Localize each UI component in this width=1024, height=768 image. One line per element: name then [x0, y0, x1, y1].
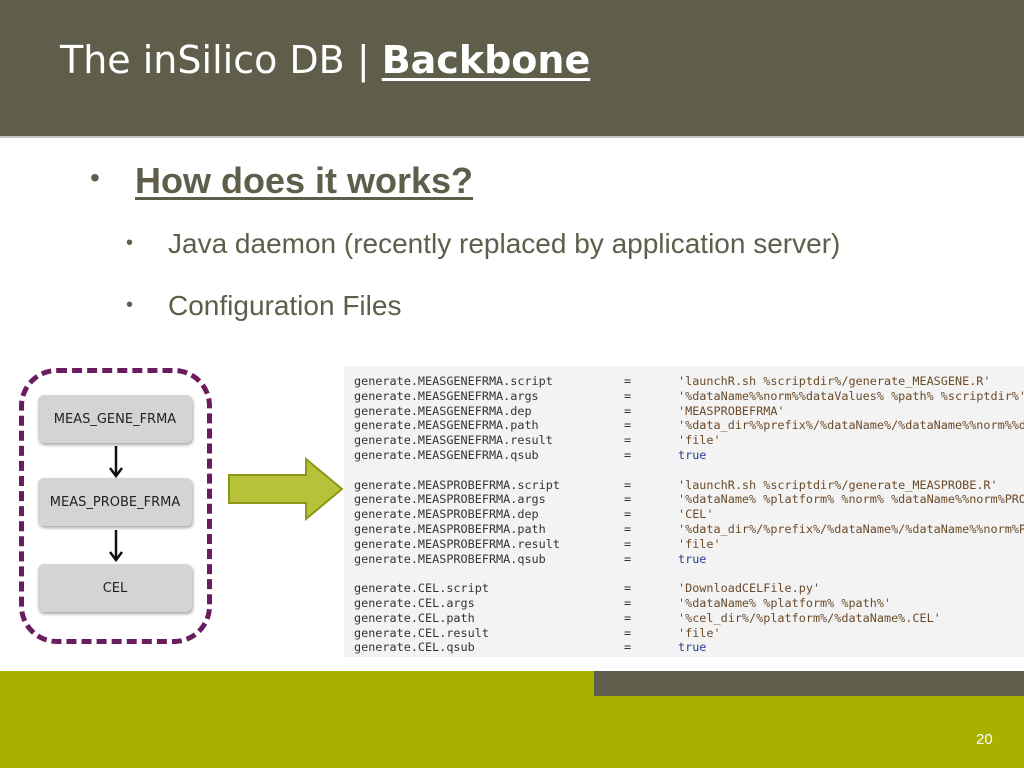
config-key: generate.CEL.args [354, 596, 475, 610]
config-key: generate.MEASPROBEFRMA.path [354, 522, 546, 536]
config-equals: = [624, 418, 632, 433]
config-key: generate.CEL.qsub [354, 640, 475, 655]
title-strong: Backbone [381, 38, 591, 82]
config-key: generate.MEASGENEFRMA.path [354, 418, 539, 433]
down-arrow-icon [109, 530, 123, 563]
config-equals: = [624, 610, 632, 625]
config-value: 'file' [678, 536, 721, 551]
config-key: generate.MEASGENEFRMA.dep [354, 403, 532, 418]
config-value: 'launchR.sh %scriptdir%/generate_MEASPRO… [678, 477, 998, 492]
slide-title: The inSilico DB | Backbone [60, 38, 590, 82]
header-divider [0, 136, 1024, 138]
config-equals: = [624, 625, 632, 640]
config-value: '%cel_dir%/%platform%/%dataName%.CEL' [678, 610, 941, 625]
config-value: '%data_dir%/%prefix%/%dataName%/%dataNam… [678, 522, 1024, 536]
right-arrow-icon [228, 457, 344, 521]
diagram-node-cel: CEL [38, 564, 192, 612]
config-value: '%data_dir%%prefix%/%dataName%/%dataName… [678, 418, 1024, 433]
config-equals: = [624, 492, 632, 507]
config-key: generate.MEASGENEFRMA.qsub [354, 448, 539, 462]
down-arrow-icon [109, 446, 123, 479]
bullet-dot-icon: • [126, 294, 134, 316]
config-equals: = [624, 507, 632, 522]
config-value: '%dataName%%norm%%dataValues% %path% %sc… [678, 388, 1024, 403]
config-key: generate.CEL.path [354, 610, 475, 625]
config-key: generate.MEASGENEFRMA.script [354, 374, 553, 388]
bullet-heading: How does it works? [135, 160, 474, 201]
config-value: '%dataName% %platform% %norm% %dataName%… [678, 492, 1024, 507]
config-value: true [678, 640, 707, 655]
diagram-node-meas-probe-frma: MEAS_PROBE_FRMA [38, 478, 192, 526]
config-value: 'DownloadCELFile.py' [678, 581, 821, 596]
title-prefix: The inSilico DB | [60, 38, 382, 82]
config-equals: = [624, 640, 632, 655]
bullet-dot-icon: • [126, 232, 134, 254]
config-key: generate.MEASPROBEFRMA.qsub [354, 551, 546, 566]
config-value: 'MEASPROBEFRMA' [678, 403, 785, 418]
bullet-config-files: Configuration Files [168, 290, 402, 321]
config-equals: = [624, 477, 632, 492]
config-value: 'file' [678, 433, 721, 448]
config-key: generate.MEASPROBEFRMA.result [354, 536, 560, 551]
config-value: true [678, 448, 707, 462]
dependency-diagram [19, 368, 212, 644]
config-equals: = [624, 374, 632, 388]
config-equals: = [624, 536, 632, 551]
config-equals: = [624, 581, 632, 596]
config-key: generate.CEL.script [354, 581, 489, 596]
config-file-panel: generate.MEASGENEFRMA.script = 'launchR.sh… [344, 366, 1024, 657]
config-key: generate.CEL.result [354, 625, 489, 640]
config-equals: = [624, 522, 632, 536]
config-equals: = [624, 448, 632, 462]
config-value: 'file' [678, 625, 721, 640]
config-key: generate.MEASPROBEFRMA.dep [354, 507, 539, 522]
config-value: 'launchR.sh %scriptdir%/generate_MEASGEN… [678, 374, 991, 388]
config-key: generate.MEASGENEFRMA.args [354, 388, 539, 403]
config-key: generate.MEASPROBEFRMA.args [354, 492, 546, 507]
config-equals: = [624, 388, 632, 403]
config-key: generate.MEASPROBEFRMA.script [354, 477, 560, 492]
diagram-node-meas-gene-frma: MEAS_GENE_FRMA [38, 395, 192, 443]
page-number: 20 [976, 731, 993, 748]
config-value: '%dataName% %platform% %path%' [678, 596, 892, 610]
slide-header [0, 0, 1024, 136]
footer-accent-block [594, 671, 1024, 696]
config-equals: = [624, 551, 632, 566]
bullet-java-daemon: Java daemon (recently replaced by applic… [168, 228, 841, 259]
config-equals: = [624, 433, 632, 448]
bullet-dot-icon: • [90, 162, 100, 193]
config-value: 'CEL' [678, 507, 714, 522]
config-value: true [678, 551, 707, 566]
config-equals: = [624, 403, 632, 418]
config-key: generate.MEASGENEFRMA.result [354, 433, 553, 448]
config-equals: = [624, 596, 632, 610]
